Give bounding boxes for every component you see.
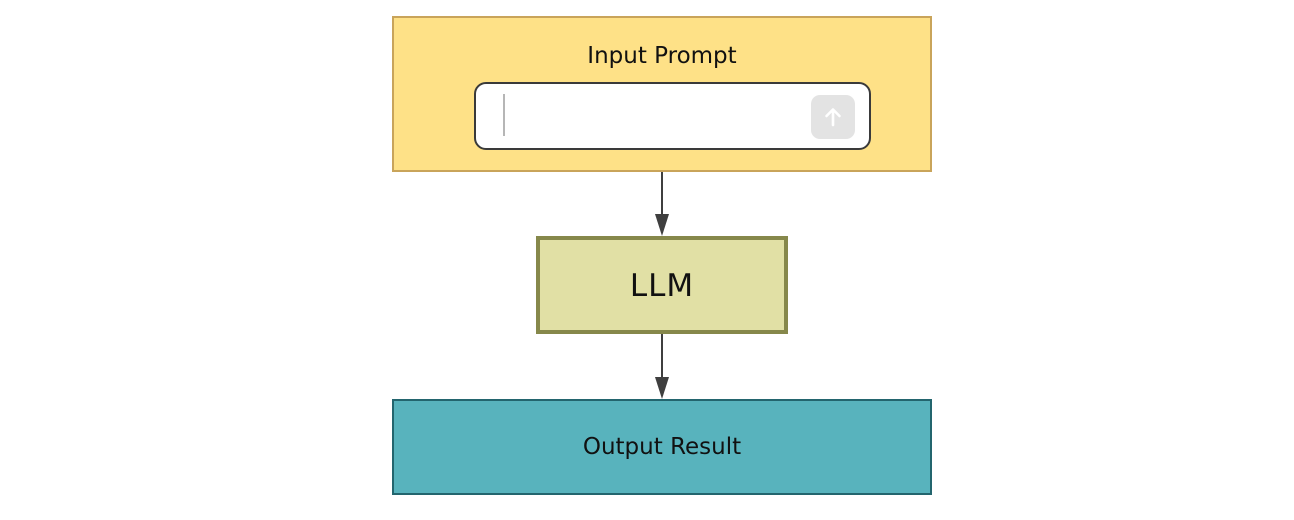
text-caret	[503, 94, 505, 136]
edge-input-to-llm	[655, 172, 669, 236]
output-result-node: Output Result	[392, 399, 932, 495]
send-button[interactable]	[811, 95, 855, 139]
input-prompt-title: Input Prompt	[587, 43, 737, 69]
input-prompt-node: Input Prompt	[392, 16, 932, 172]
llm-label: LLM	[629, 268, 695, 304]
prompt-input-field[interactable]	[474, 82, 871, 150]
arrow-up-icon	[825, 108, 841, 127]
llm-node: LLM	[536, 236, 788, 334]
output-result-label: Output Result	[582, 434, 742, 460]
edge-llm-to-output	[655, 334, 669, 399]
